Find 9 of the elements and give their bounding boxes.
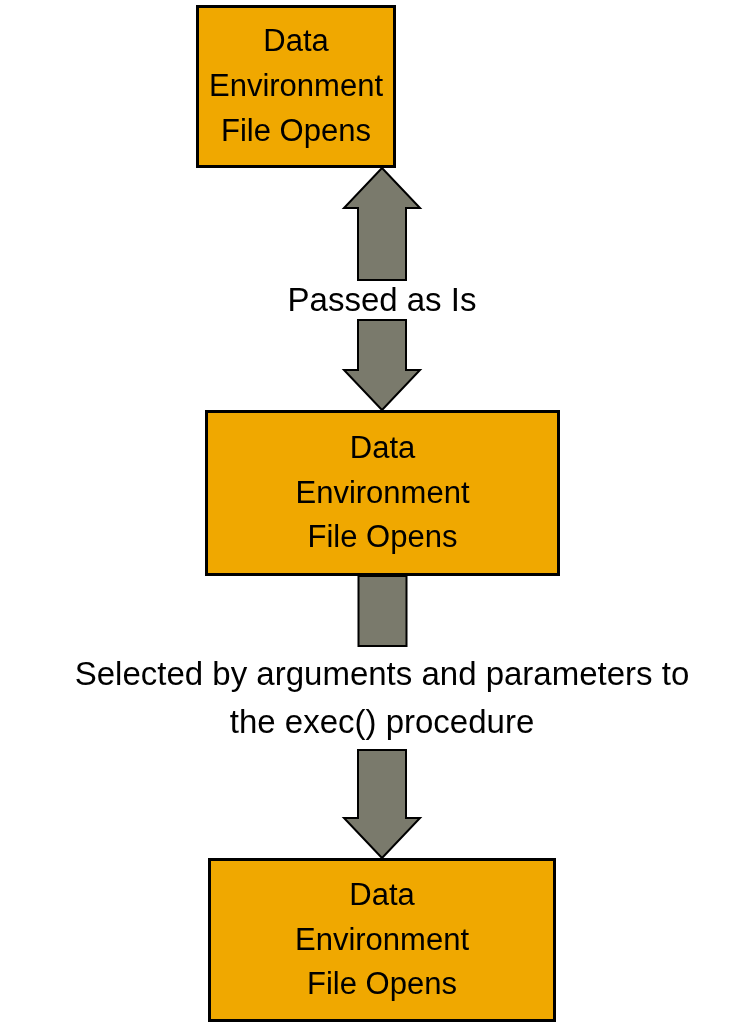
- process-box: Data Environment File Opens: [205, 410, 560, 576]
- process-box: Data Environment File Opens: [208, 858, 556, 1022]
- flow-label: Passed as Is: [287, 280, 477, 321]
- block-arrow: [341, 166, 423, 281]
- block-arrow: [341, 319, 423, 412]
- flow-label: Selected by arguments and parameters to the exec() procedure: [73, 654, 691, 742]
- process-box: Data Environment File Opens: [196, 5, 396, 168]
- connector-bar: [357, 575, 408, 647]
- block-arrow: [341, 749, 423, 860]
